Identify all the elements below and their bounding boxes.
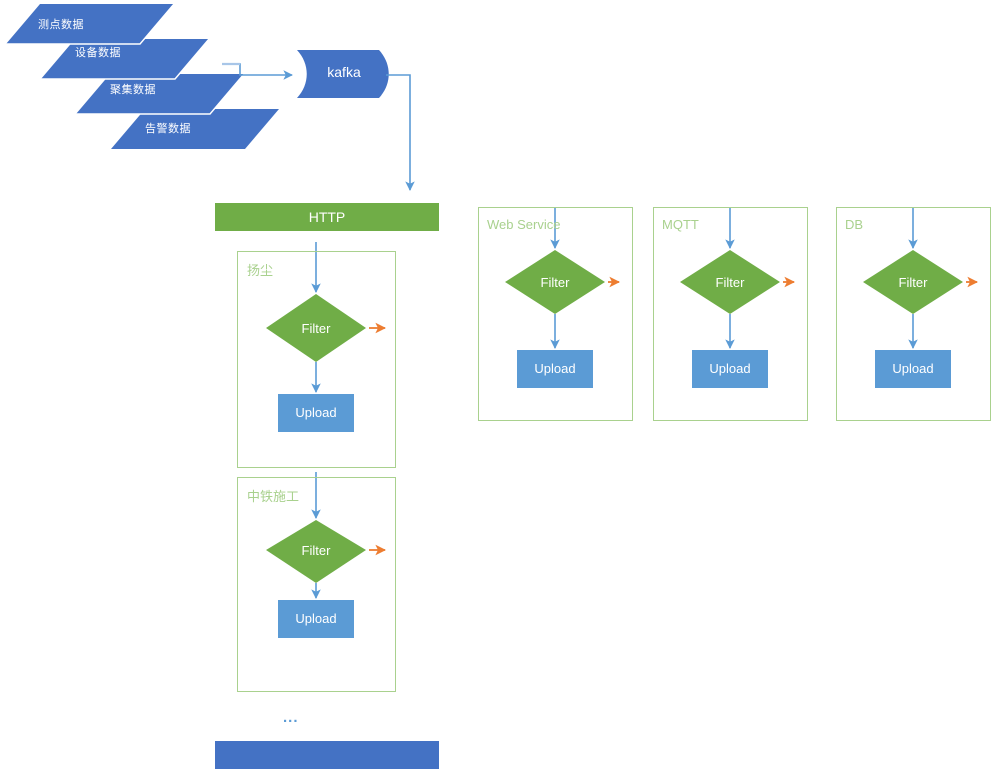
filter-diamond xyxy=(680,250,780,314)
connector-kafka-to-http xyxy=(386,74,415,191)
upload-box-mqtt[interactable]: Upload xyxy=(692,350,768,388)
group-label-db: DB xyxy=(845,217,864,232)
source-stack xyxy=(6,3,279,149)
filter-diamond xyxy=(505,250,605,314)
group-box-yangchen[interactable] xyxy=(237,251,396,468)
upload-box-db[interactable]: Upload xyxy=(875,350,951,388)
filter-label-yangchen: Filter xyxy=(301,321,331,336)
connector-sources-to-kafka xyxy=(222,62,293,80)
channel-bar-bottom[interactable] xyxy=(215,741,439,769)
filter-diamond xyxy=(266,294,366,362)
kafka-shape xyxy=(297,50,389,98)
filter-diamond xyxy=(863,250,963,314)
filter-label-mqtt: Filter xyxy=(715,275,745,290)
source-label-device: 设备数据 xyxy=(75,47,121,59)
filter-diamond xyxy=(266,520,366,583)
group-flow-db xyxy=(863,208,979,349)
upload-box-zhongtie[interactable]: Upload xyxy=(278,600,354,638)
group-flow-webservice xyxy=(505,208,621,349)
group-box-mqtt[interactable] xyxy=(653,207,808,421)
group-box-zhongtie[interactable] xyxy=(237,477,396,692)
source-parallelogram-3 xyxy=(76,74,244,114)
kafka-node-label: kafka xyxy=(327,64,361,80)
group-flow-zhongtie xyxy=(266,472,387,599)
source-parallelogram-4 xyxy=(111,109,279,149)
filter-label-web-service: Filter xyxy=(540,275,570,290)
group-label-web-service: Web Service xyxy=(487,217,561,232)
group-box-web-service[interactable] xyxy=(478,207,633,421)
group-flow-mqtt xyxy=(680,208,796,349)
more-groups-indicator: ... xyxy=(283,709,299,726)
group-box-db[interactable] xyxy=(836,207,991,421)
source-parallelogram-1 xyxy=(6,4,174,44)
filter-label-db: Filter xyxy=(898,275,928,290)
filter-label-zhongtie: Filter xyxy=(301,543,331,558)
upload-box-web-service[interactable]: Upload xyxy=(517,350,593,388)
group-label-mqtt: MQTT xyxy=(662,217,699,232)
group-label-zhongtie: 中铁施工 xyxy=(247,489,300,504)
channel-bar-http[interactable]: HTTP xyxy=(215,203,439,231)
source-label-measurement-point: 测点数据 xyxy=(38,19,84,31)
source-parallelogram-2 xyxy=(41,39,209,79)
source-label-aggregate: 聚集数据 xyxy=(110,84,156,96)
source-label-alarm: 告警数据 xyxy=(145,123,191,135)
upload-box-yangchen[interactable]: Upload xyxy=(278,394,354,432)
group-label-yangchen: 扬尘 xyxy=(247,263,274,278)
group-flow-yangchen xyxy=(266,242,387,393)
